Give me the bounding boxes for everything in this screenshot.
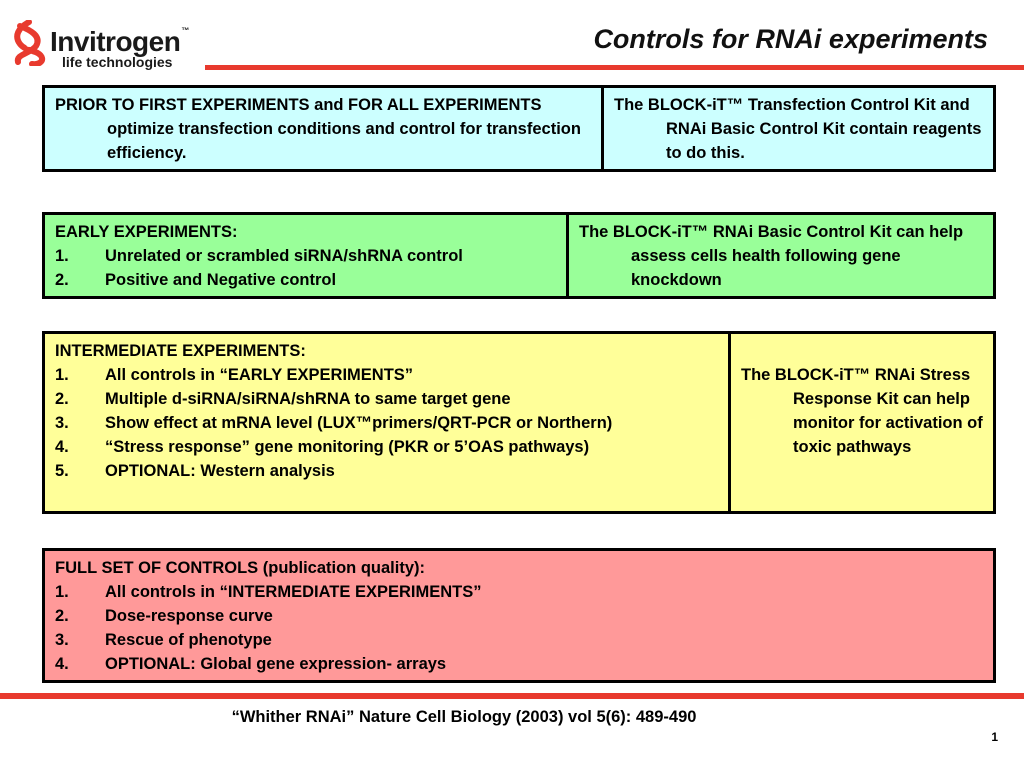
- list-item: 4.“Stress response” gene monitoring (PKR…: [55, 438, 590, 456]
- intermediate-heading: INTERMEDIATE EXPERIMENTS:: [55, 342, 306, 360]
- list-item: 1.Unrelated or scrambled siRNA/shRNA con…: [55, 247, 463, 265]
- early-heading: EARLY EXPERIMENTS:: [55, 223, 238, 241]
- slide-title: Controls for RNAi experiments: [593, 24, 988, 54]
- row-prior-experiments: PRIOR TO FIRST EXPERIMENTS and FOR ALL E…: [42, 85, 996, 172]
- row-full-cell: FULL SET OF CONTROLS (publication qualit…: [45, 551, 993, 680]
- row-intermediate-left-cell: INTERMEDIATE EXPERIMENTS: 1.All controls…: [45, 334, 728, 511]
- full-controls-heading: FULL SET OF CONTROLS (publication qualit…: [55, 559, 426, 577]
- page-number: 1: [991, 730, 998, 744]
- citation: “Whither RNAi” Nature Cell Biology (2003…: [231, 708, 697, 726]
- list-item: 2.Multiple d-siRNA/siRNA/shRNA to same t…: [55, 390, 511, 408]
- list-item: 2.Dose-response curve: [55, 607, 273, 625]
- list-item: 2.Positive and Negative control: [55, 271, 337, 289]
- row-prior-left-cell: PRIOR TO FIRST EXPERIMENTS and FOR ALL E…: [45, 88, 601, 169]
- list-item: 5.OPTIONAL: Western analysis: [55, 462, 335, 480]
- prior-experiments-text: PRIOR TO FIRST EXPERIMENTS and FOR ALL E…: [55, 96, 581, 162]
- list-item: 3.Rescue of phenotype: [55, 631, 272, 649]
- row-prior-right-cell: The BLOCK-iT™ Transfection Control Kit a…: [601, 88, 993, 169]
- logo-wordmark: Invitrogen™: [50, 26, 189, 57]
- row-intermediate-experiments: INTERMEDIATE EXPERIMENTS: 1.All controls…: [42, 331, 996, 514]
- list-item: 1.All controls in “INTERMEDIATE EXPERIME…: [55, 583, 482, 601]
- logo-tagline: life technologies: [62, 54, 173, 70]
- row-intermediate-right-cell: The BLOCK-iT™ RNAi Stress Response Kit c…: [728, 334, 993, 511]
- list-item: 3.Show effect at mRNA level (LUX™primers…: [55, 414, 613, 432]
- list-item: 4.OPTIONAL: Global gene expression- arra…: [55, 655, 447, 673]
- header-divider: [205, 65, 1024, 70]
- invitrogen-logo: Invitrogen™ life technologies: [10, 14, 210, 74]
- dna-helix-icon: [14, 20, 46, 66]
- row-full-controls: FULL SET OF CONTROLS (publication qualit…: [42, 548, 996, 683]
- row-early-left-cell: EARLY EXPERIMENTS: 1.Unrelated or scramb…: [45, 215, 566, 296]
- footer-divider: [0, 693, 1024, 699]
- intermediate-kit-note: The BLOCK-iT™ RNAi Stress Response Kit c…: [741, 366, 983, 456]
- early-kit-note: The BLOCK-iT™ RNAi Basic Control Kit can…: [579, 223, 964, 289]
- row-early-experiments: EARLY EXPERIMENTS: 1.Unrelated or scramb…: [42, 212, 996, 299]
- list-item: 1.All controls in “EARLY EXPERIMENTS”: [55, 366, 414, 384]
- row-early-right-cell: The BLOCK-iT™ RNAi Basic Control Kit can…: [566, 215, 993, 296]
- prior-kit-note: The BLOCK-iT™ Transfection Control Kit a…: [614, 96, 982, 162]
